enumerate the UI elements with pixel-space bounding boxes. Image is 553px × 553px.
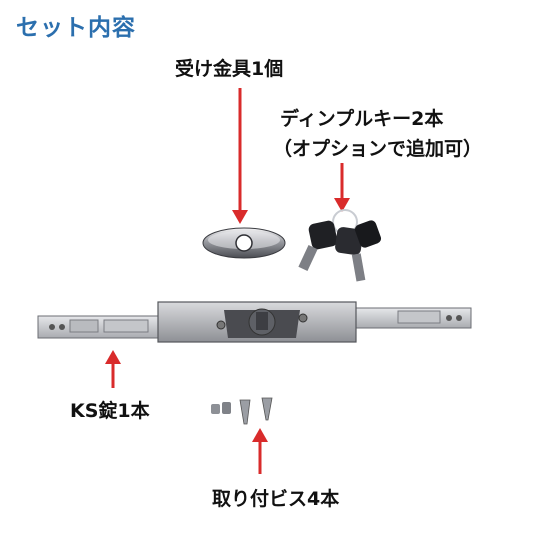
receiver-bracket-image xyxy=(202,227,286,259)
keys-label-line2: （オプションで追加可） xyxy=(273,138,483,160)
screws-label: 取り付ビス4本 xyxy=(212,488,340,510)
screws-image xyxy=(211,397,273,425)
lock-label: KS錠1本 xyxy=(70,400,150,422)
arrow-screws xyxy=(252,428,268,474)
arrow-lock xyxy=(105,350,121,388)
arrow-keys xyxy=(334,163,350,212)
arrow-receiver xyxy=(232,88,248,224)
receiver-label: 受け金具1個 xyxy=(175,58,284,80)
ks-lock-image xyxy=(37,301,472,343)
keys-label-line1: ディンプルキー2本 xyxy=(280,108,444,130)
page-title: セット内容 xyxy=(16,15,136,41)
dimple-keys-image xyxy=(298,209,382,282)
